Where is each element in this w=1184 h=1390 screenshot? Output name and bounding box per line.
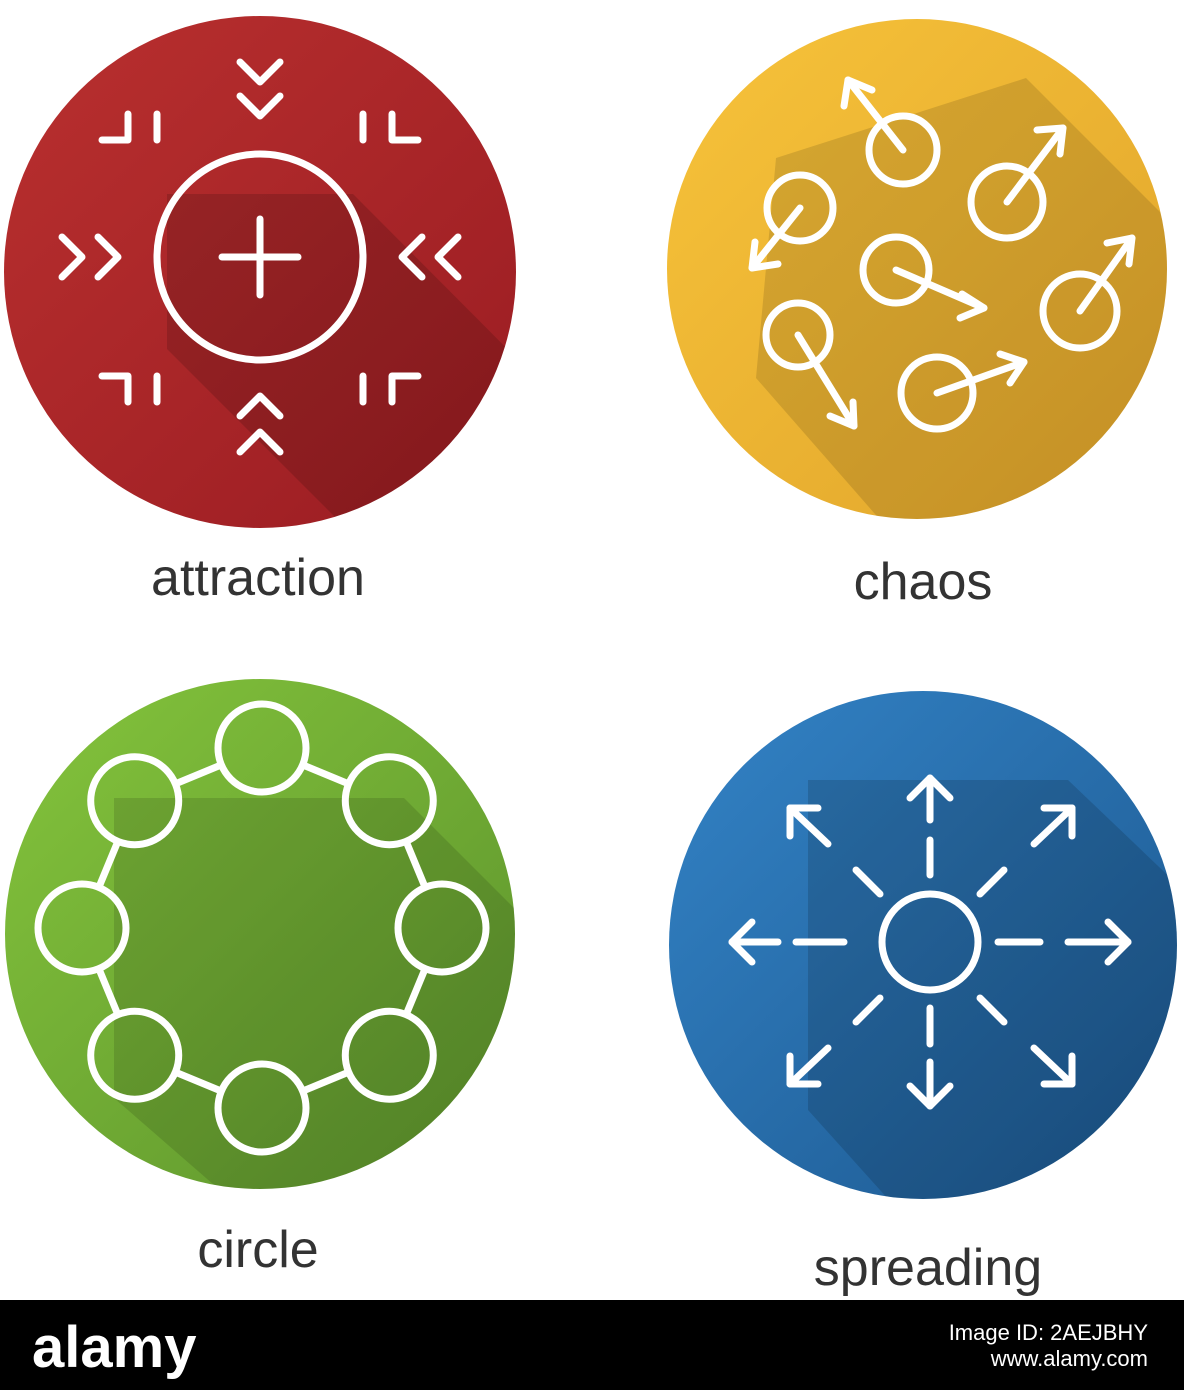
ring-connector — [95, 967, 122, 1016]
ring-connector — [301, 761, 350, 788]
chaos-label: chaos — [853, 553, 993, 611]
circle-label: circle — [197, 1221, 319, 1279]
attraction-icon — [4, 16, 516, 528]
site-url: www.alamy.com — [990, 1346, 1148, 1371]
ring-node — [214, 700, 310, 796]
alamy-logo: alamy — [32, 1315, 197, 1380]
watermark-footer: alamy Image ID: 2AEJBHY www.alamy.com — [0, 1300, 1184, 1390]
ring-node — [341, 1007, 437, 1103]
ring-node — [341, 753, 437, 849]
image-id: Image ID: 2AEJBHY — [948, 1320, 1148, 1345]
attraction-label: attraction — [151, 549, 365, 607]
spreading-icon — [669, 691, 1177, 1199]
circle-icon — [5, 679, 515, 1189]
spreading-label: spreading — [813, 1239, 1043, 1297]
ring-node — [87, 1007, 183, 1103]
ring-connector — [402, 840, 429, 889]
ring-connector — [301, 1068, 350, 1095]
image-info: Image ID: 2AEJBHY www.alamy.com — [949, 1320, 1148, 1372]
ring-node — [34, 880, 130, 976]
ring-connector — [402, 967, 429, 1016]
ring-connector — [174, 1068, 223, 1095]
ring-node — [214, 1060, 310, 1156]
ring-connector — [95, 840, 122, 889]
chaos-icon — [667, 19, 1167, 519]
ring-connector — [174, 761, 223, 788]
ring-node — [87, 753, 183, 849]
ring-node — [394, 880, 490, 976]
